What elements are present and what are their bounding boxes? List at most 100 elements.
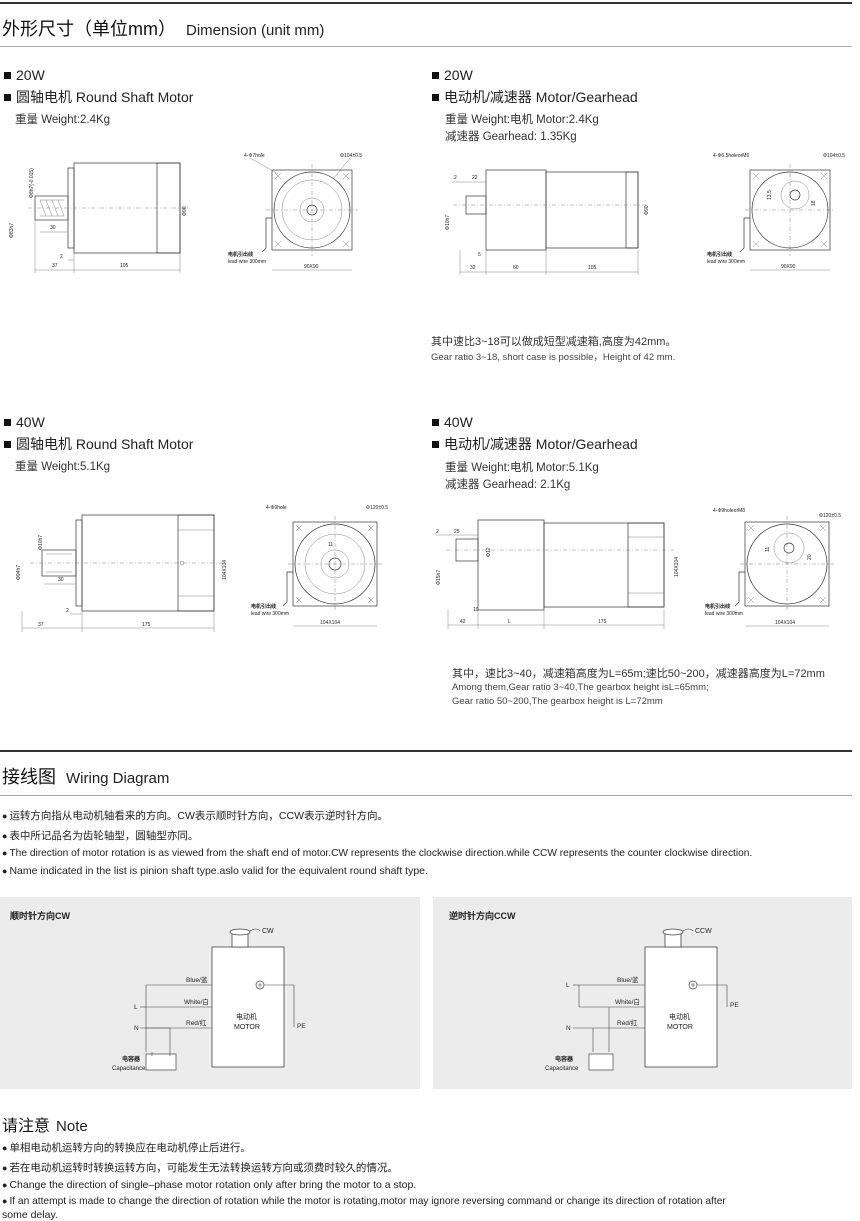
wiring-ccw-panel: 逆时针方向CCW CCW Blue/蓝 White/白 Red/红 L N PE… — [433, 897, 852, 1089]
dim-label: Φ12 — [486, 547, 492, 557]
dim-label: 10 — [473, 607, 479, 613]
wire-l-label: L — [134, 1004, 138, 1011]
dim-label: Φ90 — [182, 206, 188, 216]
dimension-title-cn: 外形尺寸（单位mm） — [2, 19, 176, 39]
dim-label: Φ10h7 — [38, 535, 44, 550]
dim-label: lead wire 300mm — [705, 611, 743, 617]
dim-label: 2 — [436, 529, 439, 535]
dim-label: Φ10h7 — [445, 215, 451, 230]
dim-label: 2 — [60, 254, 63, 260]
dimension-title-en: Dimension (unit mm) — [186, 22, 325, 39]
dimension-title: 外形尺寸（单位mm） Dimension (unit mm) — [2, 15, 324, 41]
m20r-front-drawing: 4-Φ7hole Φ104±0.5 90X90 电机引出线 lead wire … — [228, 153, 362, 271]
m20g-note-cn: 其中速比3~18可以做成短型减速箱,高度为42mm。 — [431, 336, 677, 348]
capacitor-cn-label: 电容器 — [122, 1055, 141, 1063]
wiring-cw-diagram: CW Blue/蓝 White/白 Red/红 L N PE 电动机 MOTOR… — [112, 928, 306, 1072]
note-bullet: 单相电动机运转方向的转换应在电动机停止后进行。 — [2, 1140, 251, 1155]
m40g-note-en2: Gear ratio 50~200,The gearbox height is … — [452, 696, 663, 707]
dim-label: Φ120±0.5 — [366, 505, 388, 511]
dim-label: 104X104 — [222, 560, 228, 580]
motor-cn-label: 电动机 — [236, 1012, 257, 1021]
note-bullet: 若在电动机运转时转换运转方向，可能发生无法转换运转方向或须费时较久的情况。 — [2, 1160, 398, 1175]
m20r-side-drawing: 37 105 30 2 Φ83h7 Φ8h7(-0.015) Φ90 — [9, 162, 190, 273]
wiring-bullet: 表中所记品名为齿轮轴型，圆轴型亦同。 — [2, 828, 198, 843]
wiring-ccw-direction-label: CCW — [695, 928, 712, 935]
m20r-power: 20W — [4, 67, 45, 83]
note-title: 请注意 Note — [2, 1112, 88, 1136]
dim-label: 18 — [811, 200, 817, 206]
dim-label: 25 — [454, 529, 460, 535]
dim-label: 电机引出线 — [228, 251, 253, 258]
dim-label: 37 — [38, 622, 44, 628]
wiring-rule — [0, 750, 852, 752]
wiring-cw-panel: 顺时针方向CW CW Blue/蓝 White/白 Red/红 L N PE 电… — [0, 897, 420, 1089]
wire-white-label: White/白 — [184, 997, 209, 1006]
m40r-side-drawing: 37 175 30 2 Φ94h7 Φ10h7 104X104 — [16, 514, 228, 632]
wire-l-label: L — [566, 982, 570, 989]
dim-label: 104X104 — [775, 620, 795, 626]
note-title-cn: 请注意 — [2, 1118, 51, 1135]
dimension-underline — [0, 46, 852, 47]
wiring-cw-direction-label: CW — [262, 928, 274, 935]
m40r-power: 40W — [4, 414, 45, 430]
dim-label: Φ104±0.5 — [823, 153, 845, 159]
dim-label: 105 — [120, 263, 129, 269]
dim-label: 90X90 — [781, 264, 796, 270]
note-bullet: If an attempt is made to change the dire… — [2, 1196, 725, 1207]
m20g-power: 20W — [432, 67, 473, 83]
motor-en-label: MOTOR — [234, 1024, 260, 1031]
wire-white-label: White/白 — [615, 997, 640, 1006]
dim-label: 20 — [807, 554, 813, 560]
wire-pe-label: PE — [297, 1023, 306, 1030]
wiring-bullet: The direction of motor rotation is as vi… — [2, 848, 752, 859]
wire-red-label: Red/红 — [186, 1018, 207, 1027]
m40g-front-drawing: 4-Φ9holeorM8 Φ120±0.5 11 20 104X104 电机引出… — [705, 508, 841, 627]
top-rule — [0, 2, 852, 4]
wiring-cw-title: 顺时针方向CW — [10, 911, 70, 921]
capacitor-en-label: Capacitance — [112, 1066, 146, 1072]
dim-label: 11 — [328, 542, 333, 548]
dim-label: 30 — [50, 225, 56, 231]
wiring-ccw-title: 逆时针方向CCW — [449, 911, 516, 921]
dim-label: Φ8h7(-0.015) — [29, 168, 35, 198]
dim-label: 2 — [66, 608, 69, 614]
m40g-name: 电动机/减速器 Motor/Gearhead — [432, 434, 638, 454]
m40g-side-drawing: 42 L 175 2 25 10 Φ12 Φ15h7 104X104 — [436, 519, 680, 629]
dim-label: 104X104 — [320, 620, 340, 626]
note-continuation: some delay. — [2, 1209, 58, 1221]
dim-label: 32 — [470, 265, 476, 271]
dim-label: 30 — [58, 577, 64, 583]
dim-label: 105 — [588, 265, 597, 271]
dim-label: 2 — [454, 175, 457, 181]
note-title-en: Note — [56, 1118, 88, 1135]
m20g-side-drawing: 32 60 105 2 22 5 Φ10h7 Φ90 — [445, 169, 650, 275]
dim-label: Φ104±0.5 — [340, 153, 362, 159]
m40g-weight2: 减速器 Gearhead: 2.1Kg — [445, 479, 571, 491]
dim-label: 4-Φ9hole — [266, 505, 287, 511]
m20g-front-drawing: 4-Φ6.5holeorM6 Φ104±0.5 13.5 18 90X90 电机… — [707, 153, 845, 271]
m20r-weight: 重量 Weight:2.4Kg — [15, 114, 111, 126]
m40r-name: 圆轴电机 Round Shaft Motor — [4, 434, 193, 454]
dim-label: 90X90 — [304, 264, 319, 270]
dim-label: 22 — [472, 175, 478, 181]
m40g-power: 40W — [432, 414, 473, 430]
m20r-name: 圆轴电机 Round Shaft Motor — [4, 87, 193, 107]
dim-label: lead wire 300mm — [228, 259, 266, 265]
dim-label: 37 — [52, 263, 58, 269]
dim-label: 175 — [598, 619, 607, 625]
note-bullet: Change the direction of single–phase mot… — [2, 1179, 416, 1191]
dim-label: Φ120±0.5 — [819, 513, 841, 519]
dim-label: lead wire 300mm — [251, 611, 289, 617]
m40g-weight1: 重量 Weight:电机 Motor:5.1Kg — [445, 462, 599, 474]
dim-label: Φ15h7 — [436, 570, 442, 585]
m40g-note-cn: 其中，速比3~40，减速箱高度为L=65m;速比50~200，减速器高度为L=7… — [452, 668, 825, 680]
dim-label: 42 — [460, 619, 466, 625]
m20g-note-en: Gear ratio 3~18, short case is possible，… — [431, 352, 676, 363]
capacitor-cn-label: 电容器 — [555, 1055, 574, 1063]
dim-label: 5 — [478, 252, 481, 258]
motor-cn-label: 电动机 — [669, 1012, 690, 1021]
dim-label: 电机引出线 — [251, 603, 276, 610]
m40r-front-drawing: 4-Φ9hole Φ120±0.5 11 104X104 电机引出线 lead … — [251, 505, 388, 627]
dim-label: 175 — [142, 622, 151, 628]
wire-pe-label: PE — [730, 1002, 739, 1009]
